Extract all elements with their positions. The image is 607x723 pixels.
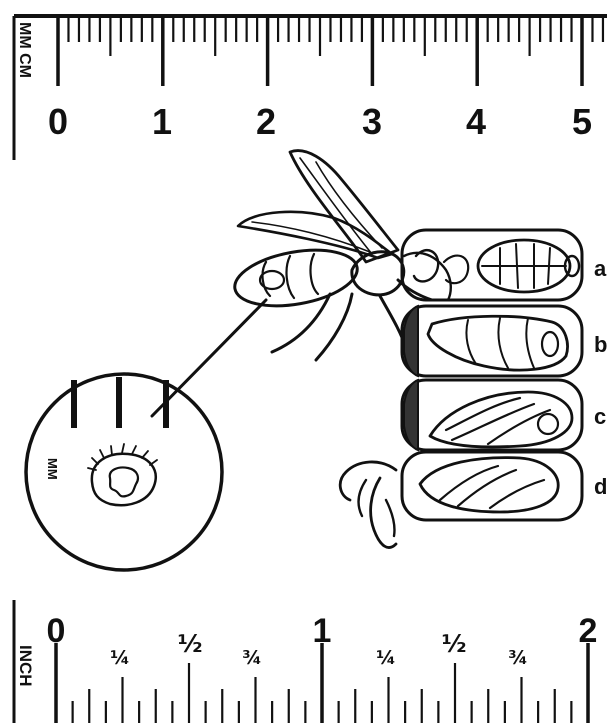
wasp-abdomen	[230, 242, 361, 315]
magnified-egg	[88, 444, 157, 505]
bottom-ruler-label-three-quarter-1: ¾	[242, 647, 262, 669]
bottom-ruler-label-2: 2	[579, 612, 598, 650]
bottom-ruler-label-0: 0	[47, 612, 66, 650]
stage-panel-c: c	[402, 380, 606, 450]
bottom-ruler-unit-label: INCH	[16, 645, 35, 687]
magnifier-leader-line	[152, 300, 266, 416]
magnifier-unit-label: MM	[45, 458, 60, 480]
top-ruler-label-4: 4	[466, 101, 486, 142]
stage-panel-a: a	[402, 230, 607, 300]
bottom-ruler: INCH 0 ¼ ½ ¾ 1 ¼ ½ ¾ 2	[14, 600, 597, 723]
top-ruler-label-1: 1	[152, 101, 172, 142]
stage-d-pupa	[420, 458, 558, 512]
top-ruler-label-0: 0	[48, 101, 68, 142]
stage-label-c: c	[594, 404, 606, 429]
stage-b-larva	[428, 316, 567, 370]
stage-c-pupa	[430, 392, 572, 447]
bottom-ruler-label-half-2: ½	[442, 630, 467, 658]
bottom-ruler-label-half-1: ½	[178, 630, 203, 658]
bottom-ruler-label-three-quarter-2: ¾	[508, 647, 528, 669]
stage-label-b: b	[594, 332, 607, 357]
top-ruler-label-2: 2	[256, 101, 276, 142]
top-ruler: MM CM 0 1 2 3 4 5	[14, 16, 607, 160]
stage-label-a: a	[594, 256, 607, 281]
top-ruler-unit-label: MM CM	[16, 22, 33, 78]
stage-label-d: d	[594, 474, 607, 499]
top-ruler-label-5: 5	[572, 101, 592, 142]
bottom-ruler-label-1: 1	[313, 612, 332, 650]
top-ruler-ticks	[58, 16, 603, 86]
top-ruler-label-3: 3	[362, 101, 382, 142]
egg-magnifier: MM	[26, 300, 266, 570]
stage-panel-b: b	[402, 306, 607, 376]
bottom-ruler-label-quarter-2: ¼	[376, 647, 396, 669]
stage-panel-d: d	[340, 452, 607, 548]
bottom-ruler-label-quarter-1: ¼	[110, 647, 130, 669]
